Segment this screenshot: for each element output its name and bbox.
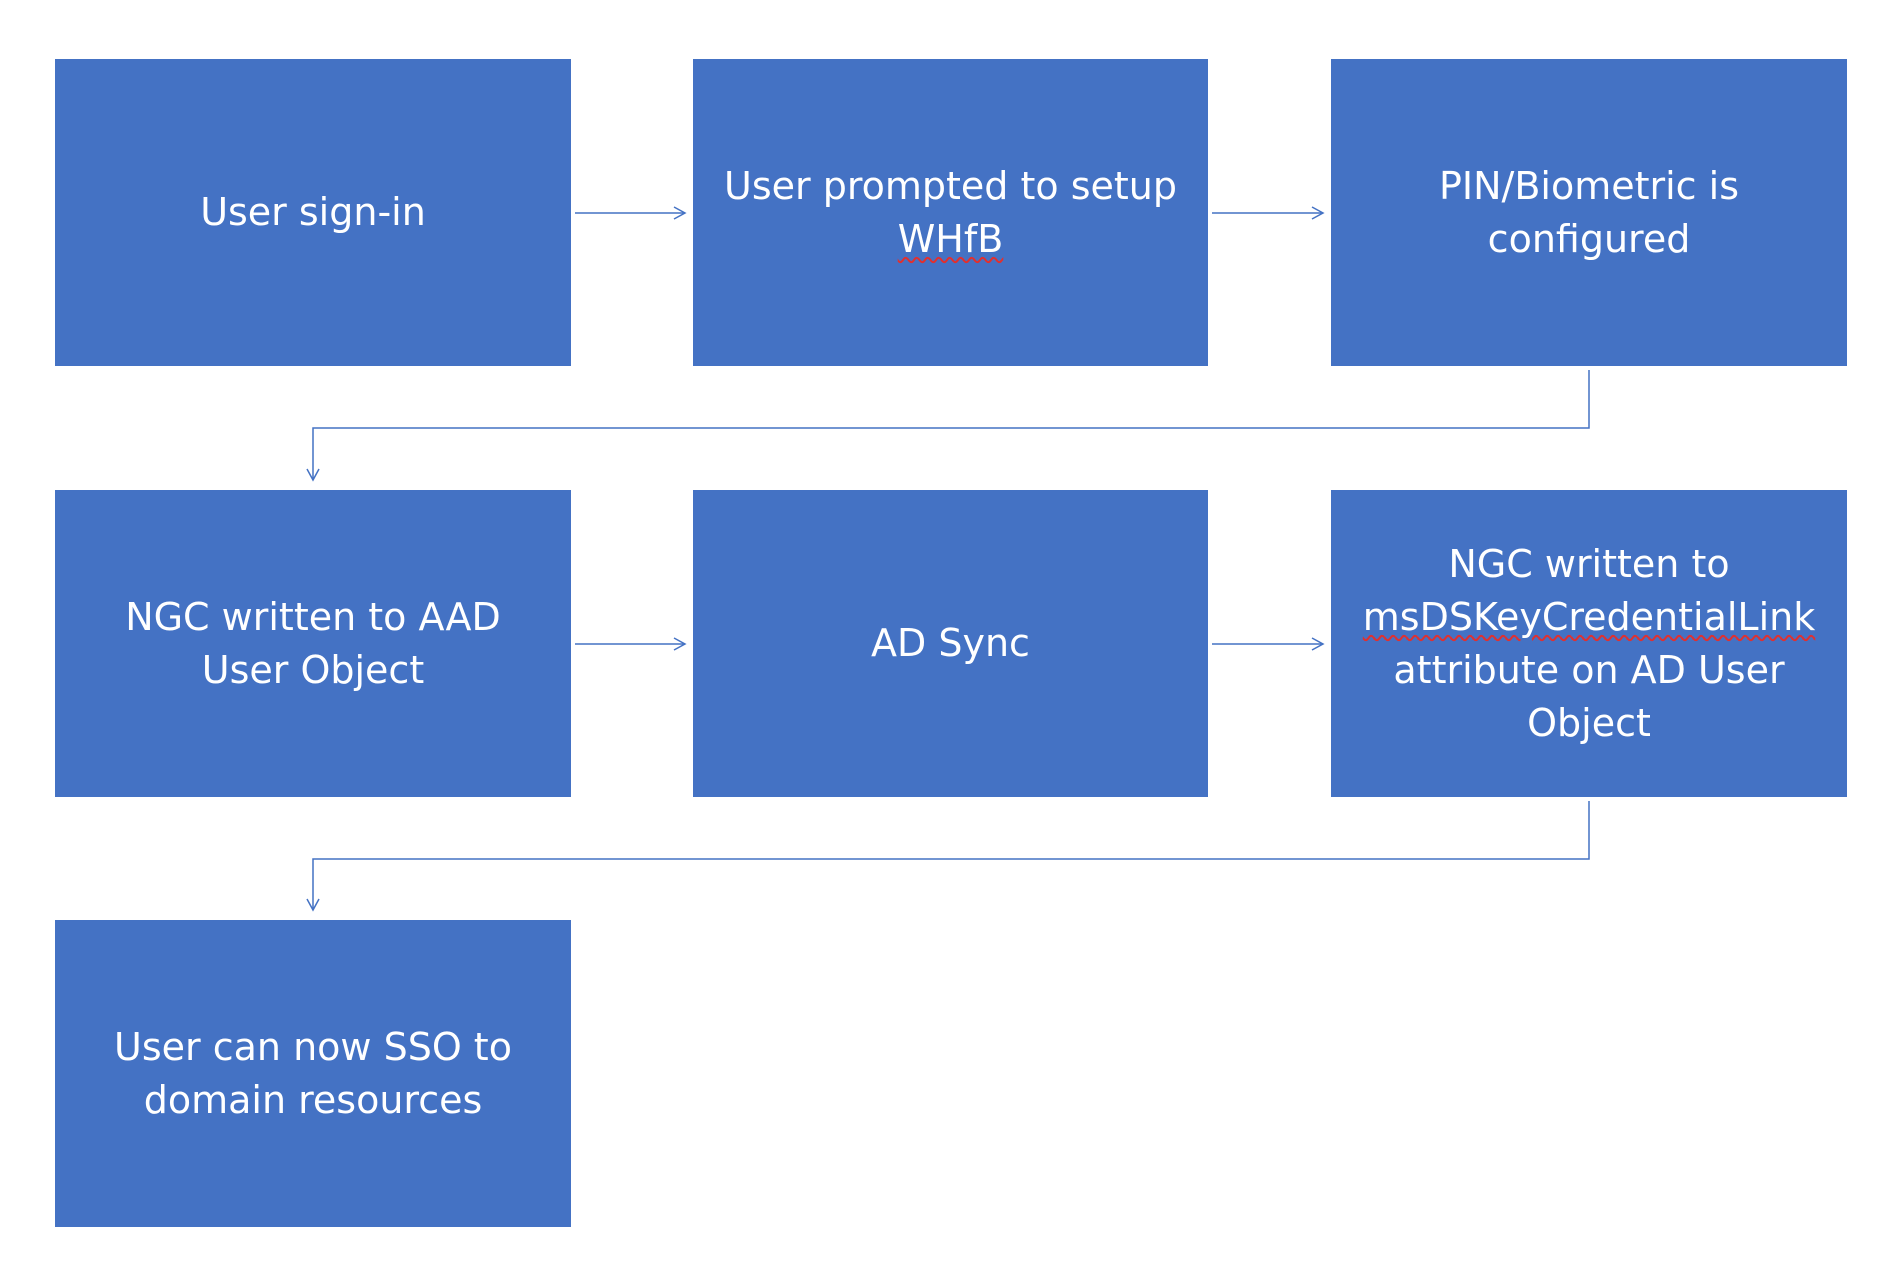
step-ngc-written-to-ad-attribute: NGC written to msDSKeyCredentialLink att… (1331, 490, 1847, 797)
step-label-line: attribute on AD User (1393, 647, 1785, 692)
step-label: NGC written to msDSKeyCredentialLink att… (1363, 538, 1816, 750)
step-label-line: PIN/Biometric is (1438, 163, 1740, 208)
step-ngc-written-to-aad: NGC written to AAD User Object (55, 490, 571, 797)
step-ad-sync: AD Sync (693, 490, 1208, 797)
step-label: NGC written to AAD User Object (125, 591, 501, 697)
step-label-line: WHfB (897, 216, 1004, 261)
step-user-sso-domain-resources: User can now SSO to domain resources (55, 920, 571, 1227)
step-label: User can now SSO to domain resources (114, 1021, 512, 1127)
step-label: User prompted to setup WHfB (724, 160, 1177, 266)
step-label-line: User can now SSO to (114, 1024, 512, 1069)
step-label: AD Sync (871, 617, 1030, 670)
step-label-line: User sign-in (200, 190, 426, 234)
arrow-step6-to-step7 (306, 801, 1590, 912)
step-label-line: Object (1527, 700, 1651, 745)
arrow-step3-to-step4 (306, 370, 1590, 482)
step-label-line: NGC written to (1448, 541, 1730, 586)
step-label-line: domain resources (143, 1077, 483, 1122)
step-label: User sign-in (200, 186, 426, 239)
step-label-line: User prompted to setup (724, 163, 1177, 208)
step-label-line: msDSKeyCredentialLink (1362, 594, 1816, 639)
step-label: PIN/Biometric is configured (1439, 160, 1739, 266)
step-label-line: User Object (201, 647, 425, 692)
step-prompted-setup-whfb: User prompted to setup WHfB (693, 59, 1208, 366)
step-pin-biometric-configured: PIN/Biometric is configured (1331, 59, 1847, 366)
step-label-line: AD Sync (871, 621, 1030, 665)
step-user-sign-in: User sign-in (55, 59, 571, 366)
step-label-line: NGC written to AAD (125, 594, 501, 639)
step-label-line: configured (1487, 216, 1691, 261)
